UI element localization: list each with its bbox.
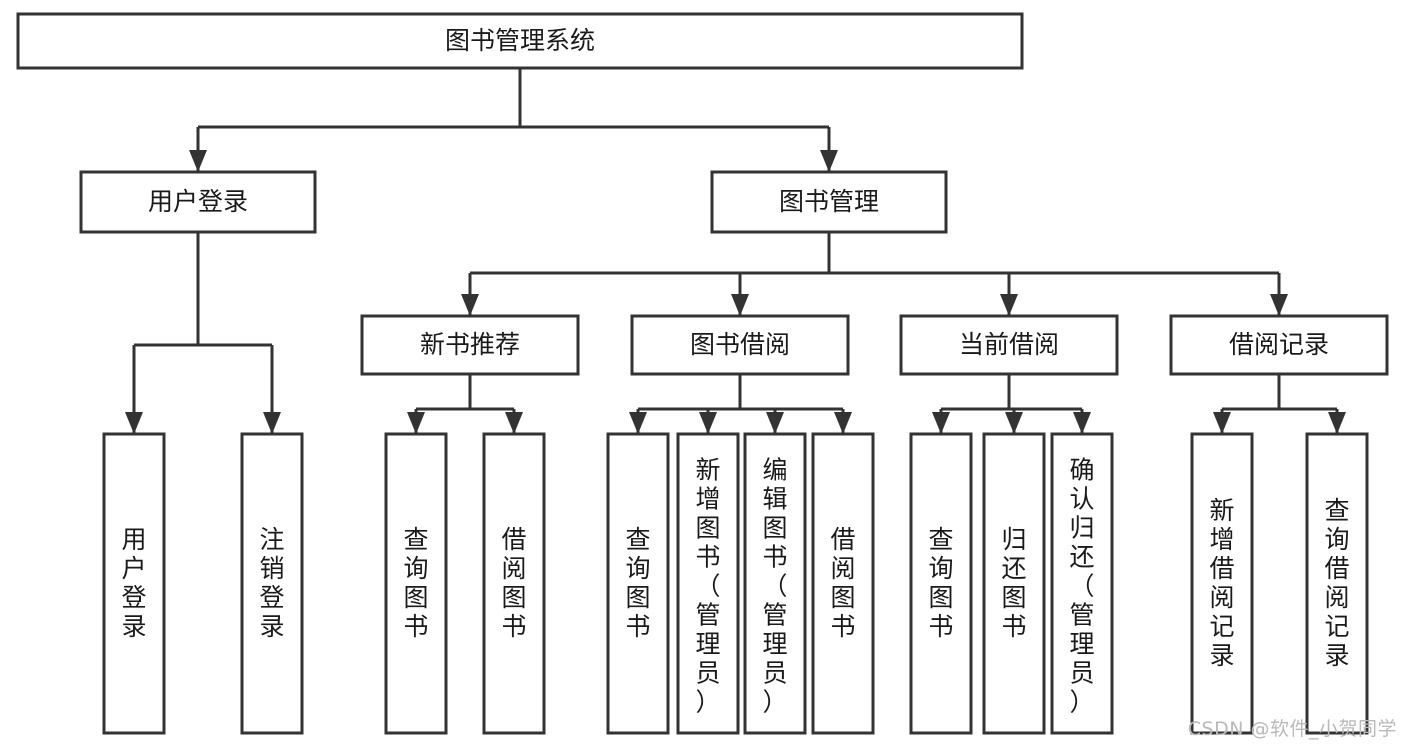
node-current-borrow-label: 当前借阅 [959,330,1059,359]
node-new-book-rec[interactable]: 新书推荐 [360,314,580,376]
node-leaf-add-record-box [1190,432,1254,735]
node-leaf-user-login[interactable]: 用户登录 [102,432,166,735]
arrow-icon [125,412,143,434]
node-leaf-borrow-book-2[interactable]: 借阅图书 [811,432,875,735]
connector-layer [125,68,1346,434]
node-leaf-query-record[interactable]: 查询借阅记录 [1305,432,1369,735]
arrow-icon [505,412,523,434]
node-leaf-user-logout[interactable]: 注销登录 [240,432,304,735]
node-leaf-user-logout-box [240,432,304,735]
node-current-borrow-box [899,314,1119,376]
arrow-icon [1073,412,1091,434]
node-book-manage[interactable]: 图书管理 [710,170,948,234]
node-borrow-record-label: 借阅记录 [1229,330,1329,359]
node-leaf-borrow-book-1[interactable]: 借阅图书 [482,432,546,735]
arrow-icon [263,412,281,434]
arrow-icon [1270,294,1288,316]
node-user-login[interactable]: 用户登录 [79,170,317,234]
arrow-icon [1328,412,1346,434]
node-user-login-box [79,170,317,234]
node-leaf-add-book-admin-label: 新增图书（管理员） [695,456,720,717]
node-leaf-return-book-box [982,432,1046,735]
arrow-icon [932,412,950,434]
node-leaf-query-book-2-label: 查询图书 [625,525,650,641]
node-root[interactable]: 图书管理系统 [16,12,1024,70]
node-book-borrow-label: 图书借阅 [690,330,790,359]
arrow-icon [407,412,425,434]
arrow-icon [1213,412,1231,434]
arrow-icon [731,294,749,316]
node-leaf-query-book-3-label: 查询图书 [928,525,953,641]
arrow-icon [1000,294,1018,316]
node-leaf-query-book-2[interactable]: 查询图书 [606,432,670,735]
node-root-label: 图书管理系统 [445,26,595,55]
node-new-book-rec-box [360,314,580,376]
node-leaf-query-book-3[interactable]: 查询图书 [909,432,973,735]
node-book-borrow[interactable]: 图书借阅 [630,314,850,376]
node-leaf-borrow-book-1-label: 借阅图书 [501,525,526,641]
node-leaf-confirm-return-label: 确认归还（管理员） [1069,456,1094,717]
node-leaf-query-record-label: 查询借阅记录 [1324,496,1349,670]
node-borrow-record-box [1169,314,1389,376]
node-new-book-rec-label: 新书推荐 [420,330,520,359]
node-root-box [16,12,1024,70]
node-leaf-borrow-book-2-label: 借阅图书 [830,525,855,641]
node-leaf-confirm-return[interactable]: 确认归还（管理员） [1050,432,1114,735]
node-leaf-return-book-label: 归还图书 [1001,525,1026,641]
node-book-borrow-box [630,314,850,376]
node-user-login-label: 用户登录 [148,187,248,216]
csdn-watermark: CSDN @软件_小贺同学 [1187,718,1397,740]
node-leaf-borrow-book-1-box [482,432,546,735]
node-leaf-user-logout-label: 注销登录 [259,525,284,641]
node-current-borrow[interactable]: 当前借阅 [899,314,1119,376]
node-leaf-query-book-1-box [384,432,448,735]
arrow-icon [189,150,207,172]
node-layer: 图书管理系统用户登录图书管理新书推荐图书借阅当前借阅借阅记录用户登录注销登录查询… [16,12,1389,735]
arrow-icon [461,294,479,316]
node-leaf-add-record-label: 新增借阅记录 [1209,496,1234,670]
node-leaf-query-book-1-label: 查询图书 [403,525,428,641]
node-leaf-borrow-book-2-box [811,432,875,735]
node-book-manage-box [710,170,948,234]
arrow-icon [629,412,647,434]
node-book-manage-label: 图书管理 [779,187,879,216]
node-leaf-edit-book-admin-label: 编辑图书（管理员） [762,456,787,717]
node-leaf-return-book[interactable]: 归还图书 [982,432,1046,735]
node-leaf-user-login-box [102,432,166,735]
arrow-icon [834,412,852,434]
arrow-icon [1005,412,1023,434]
node-leaf-query-book-2-box [606,432,670,735]
node-leaf-query-book-3-box [909,432,973,735]
arrow-icon [699,412,717,434]
node-leaf-user-login-label: 用户登录 [121,525,146,641]
node-leaf-confirm-return-box [1050,432,1114,735]
node-borrow-record[interactable]: 借阅记录 [1169,314,1389,376]
node-leaf-add-record[interactable]: 新增借阅记录 [1190,432,1254,735]
node-leaf-add-book-admin[interactable]: 新增图书（管理员） [676,432,740,735]
node-leaf-edit-book-admin[interactable]: 编辑图书（管理员） [743,432,807,735]
node-leaf-edit-book-admin-box [743,432,807,735]
arrow-icon [820,150,838,172]
node-leaf-query-record-box [1305,432,1369,735]
arrow-icon [766,412,784,434]
node-leaf-query-book-1[interactable]: 查询图书 [384,432,448,735]
node-leaf-add-book-admin-box [676,432,740,735]
